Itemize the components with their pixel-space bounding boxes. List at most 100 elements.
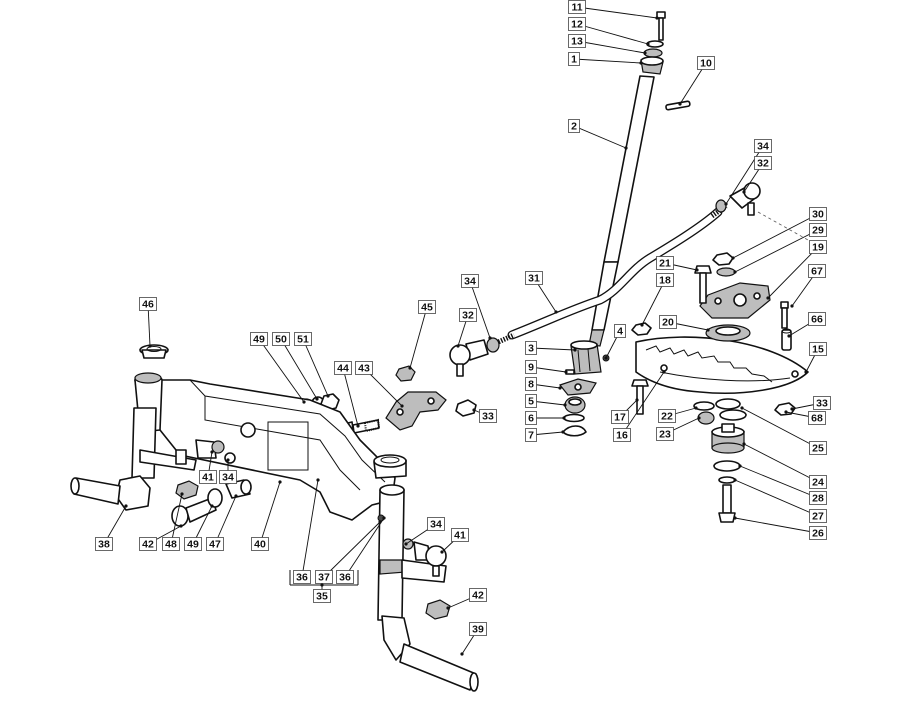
callout-leader-dot [558, 386, 562, 390]
callout-leader-line [342, 367, 359, 427]
callout-leader-dot [456, 344, 460, 348]
callout-number: 13 [571, 36, 583, 48]
callout-49: 49 [250, 332, 306, 404]
callout-leader-dot [790, 407, 794, 411]
callout-box [139, 297, 157, 311]
callout-leader-dot [724, 202, 728, 206]
callout-box [697, 56, 715, 70]
part-bracket-43 [385, 391, 447, 431]
callout-box [813, 396, 831, 410]
callout-leader-dot [624, 146, 628, 150]
callout-box [525, 411, 537, 425]
callout-box [656, 256, 674, 270]
callout-20: 20 [659, 315, 710, 332]
callout-leader-dot [766, 296, 770, 300]
callout-box [809, 342, 827, 356]
callout-leader-dot [148, 344, 152, 348]
callout-number: 24 [812, 477, 824, 489]
callout-box [809, 223, 827, 237]
callout-leader-dot [655, 16, 659, 20]
callout-number: 42 [142, 539, 154, 551]
callout-box [250, 332, 268, 346]
callout-leader-line [409, 306, 428, 369]
callout-33: 33 [472, 408, 497, 423]
callout-3: 3 [525, 341, 577, 355]
callout-9: 9 [525, 360, 568, 374]
callout-number: 34 [222, 472, 234, 484]
part-nut-30 [712, 252, 734, 266]
part-spindle-right [377, 484, 479, 692]
callout-leader-line [739, 465, 819, 499]
part-spindle-left [70, 407, 197, 511]
callout-leader-line [323, 521, 381, 578]
callout-number: 46 [142, 299, 154, 311]
callout-leader-line [576, 6, 658, 19]
callout-number: 25 [812, 443, 824, 455]
part-washer-49-bottom [207, 488, 223, 508]
callout-leader-line [573, 125, 627, 149]
callout-number: 10 [700, 58, 712, 70]
part-ball-joint-upper-right [715, 182, 761, 216]
callout-leader-dot [639, 61, 643, 65]
callout-number: 17 [614, 412, 626, 424]
callout-box [199, 470, 217, 484]
callout-leader-dot [738, 464, 742, 468]
callout-leader-dot [302, 400, 306, 404]
callout-number: 7 [528, 430, 534, 442]
callout-leader-dot [643, 51, 647, 55]
part-washer-29 [716, 267, 736, 277]
callout-42: 42 [139, 524, 183, 551]
callout-leader-dot [440, 550, 444, 554]
callout-66: 66 [787, 312, 826, 338]
callout-leader-line [170, 493, 183, 545]
part-bushing-66 [781, 328, 792, 351]
callout-leader-line [258, 338, 305, 403]
part-pin-67 [780, 301, 789, 329]
callout-number: 33 [482, 411, 494, 423]
part-nut-18 [631, 322, 652, 336]
callout-36: 36 [293, 478, 320, 584]
part-washer-27 [718, 476, 736, 484]
callout-number: 9 [528, 362, 534, 374]
callout-bracket-35 [289, 570, 359, 586]
callout-37: 37 [315, 520, 382, 584]
callout-leader-dot [635, 398, 639, 402]
callout-box [451, 528, 469, 542]
callout-7: 7 [525, 428, 565, 442]
callout-leader-dot [697, 416, 701, 420]
callout-box [568, 52, 580, 66]
callout-box [272, 332, 290, 346]
callout-leader-line [743, 443, 819, 483]
callout-leader-dot [326, 394, 330, 398]
callout-box [334, 361, 352, 375]
callout-leader-dot [404, 542, 408, 546]
callout-leader-dot [315, 397, 319, 401]
callout-leader-line [302, 338, 329, 397]
callout-box [568, 0, 586, 14]
callout-leader-dot [472, 408, 476, 412]
callout-box [611, 410, 629, 424]
callout-23: 23 [656, 416, 701, 441]
callout-47: 47 [206, 494, 238, 551]
callout-number: 22 [661, 411, 673, 423]
callout-number: 30 [812, 209, 824, 221]
callout-leader-dot [460, 652, 464, 656]
callout-box [656, 273, 674, 287]
callout-leader-line [641, 279, 666, 326]
callout-leader-line [259, 481, 281, 545]
part-bushing-37 [373, 454, 407, 479]
callout-number: 29 [812, 225, 824, 237]
callout-13: 13 [568, 34, 647, 55]
callout-box [313, 589, 331, 603]
callout-number: 34 [757, 141, 769, 153]
callout-box [294, 332, 312, 346]
callout-41: 41 [440, 528, 469, 554]
callout-number: 33 [816, 398, 828, 410]
callout-number: 8 [528, 379, 534, 391]
part-pinion-3 [570, 340, 602, 375]
callout-box [139, 537, 157, 551]
callout-number: 23 [659, 429, 671, 441]
callout-28: 28 [738, 464, 827, 505]
callout-leader-line [725, 145, 764, 205]
callout-number: 4 [617, 326, 623, 338]
